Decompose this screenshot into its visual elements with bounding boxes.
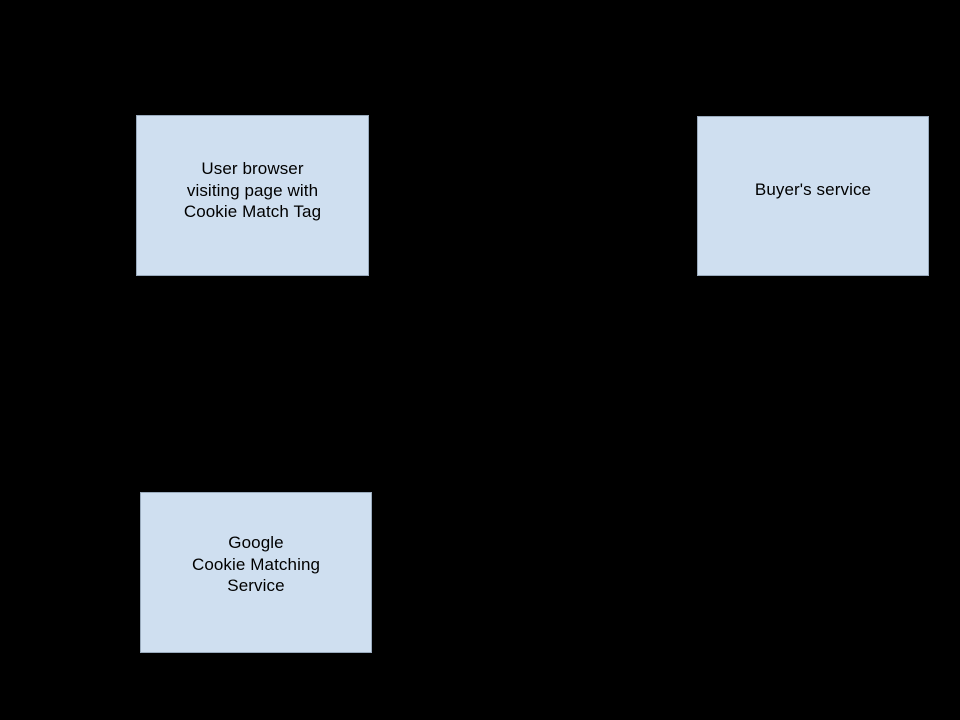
- node-buyers-service-label: Buyer's service: [754, 180, 872, 199]
- node-user-browser-label: User browser visiting page with Cookie M…: [183, 159, 322, 221]
- connector-user-browser-to-google-cms: [251, 275, 257, 492]
- node-google-cookie-matching-service-label: Google Cookie Matching Service: [191, 533, 321, 595]
- node-buyers-service[interactable]: Buyer's service: [697, 116, 929, 276]
- connector-google-cms-to-buyers-service: [371, 276, 813, 573]
- node-user-browser[interactable]: User browser visiting page with Cookie M…: [136, 115, 369, 276]
- node-google-cookie-matching-service[interactable]: Google Cookie Matching Service: [140, 492, 372, 653]
